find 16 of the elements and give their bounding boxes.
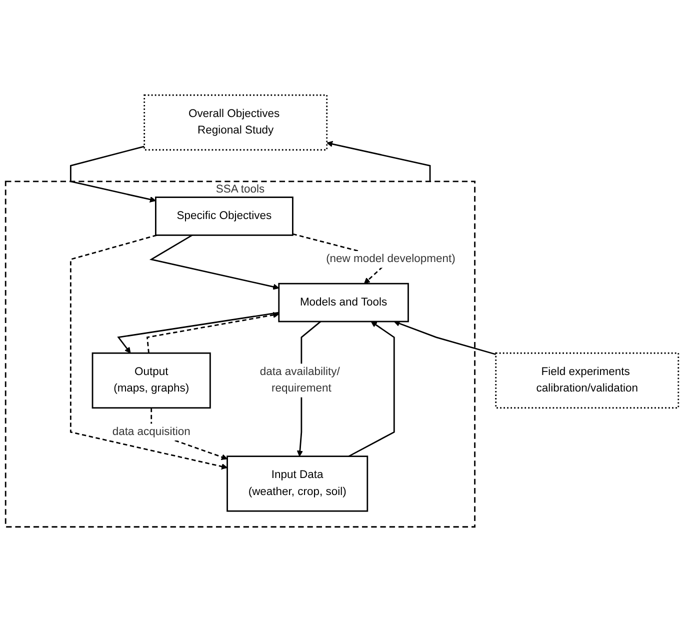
arrow bbox=[348, 321, 395, 457]
node-box: Specific Objectives bbox=[155, 196, 294, 236]
arrow bbox=[394, 320, 496, 356]
arrow bbox=[117, 312, 279, 354]
node-box: Overall Objectives Regional Study bbox=[144, 94, 328, 151]
node-box: Models and Tools bbox=[278, 282, 409, 322]
node-box: Field experiments calibration/validation bbox=[495, 352, 680, 409]
node-box: Output (maps, graphs) bbox=[92, 352, 211, 409]
arrow bbox=[326, 140, 431, 182]
arrow bbox=[70, 146, 156, 202]
arrow bbox=[146, 312, 280, 354]
arrow bbox=[149, 234, 280, 290]
edge-label: data acquisition bbox=[112, 426, 190, 438]
edge-label: (new model development) bbox=[326, 253, 456, 266]
edge-label: data availability/ requirement bbox=[260, 366, 340, 395]
node-box: Input Data (weather, crop, soil) bbox=[226, 456, 368, 512]
